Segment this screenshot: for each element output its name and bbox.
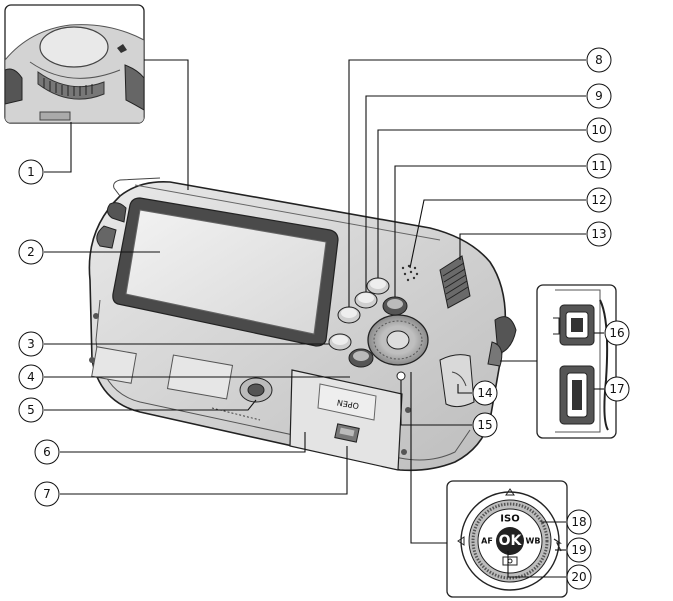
rear-buttons: [328, 255, 471, 368]
svg-text:12: 12: [591, 193, 606, 207]
svg-text:7: 7: [43, 487, 51, 501]
callout-4: 4: [18, 364, 44, 390]
speaker: [401, 264, 419, 282]
button-9[interactable]: [354, 291, 378, 309]
top-inset: [4, 4, 145, 124]
callout-17: 17: [604, 376, 630, 402]
svg-text:18: 18: [571, 515, 586, 529]
svg-text:14: 14: [477, 386, 492, 400]
callout-5: 5: [18, 397, 44, 423]
callout-19: 19: [566, 537, 592, 563]
callout-16: 16: [604, 320, 630, 346]
svg-text:3: 3: [27, 337, 35, 351]
svg-text:17: 17: [609, 382, 624, 396]
flash-icon: [553, 538, 562, 552]
tripod-socket: [239, 377, 273, 403]
callout-12: 12: [586, 187, 612, 213]
strap-lug-right: [487, 316, 517, 367]
callout-9: 9: [586, 83, 612, 109]
dial-detail: OK ISO AF WB: [457, 488, 562, 591]
strap-eyelet: [396, 371, 406, 381]
callout-7: 7: [34, 481, 60, 507]
control-dial[interactable]: [367, 314, 429, 366]
button-3[interactable]: [328, 333, 352, 351]
svg-text:10: 10: [591, 123, 606, 137]
connector-inset: [536, 284, 617, 439]
usb-av-connector: [553, 304, 595, 346]
callout-14: 14: [472, 380, 498, 406]
svg-text:5: 5: [27, 403, 35, 417]
svg-text:20: 20: [571, 570, 586, 584]
svg-text:1: 1: [27, 165, 35, 179]
wb-label: WB: [526, 537, 541, 546]
triangle-up-icon: [505, 488, 515, 496]
callout-10: 10: [586, 117, 612, 143]
mode-dial[interactable]: [439, 255, 471, 309]
svg-text:4: 4: [27, 370, 35, 384]
strap-lug-left: [96, 202, 127, 249]
svg-text:8: 8: [595, 53, 603, 67]
iso-label: ISO: [500, 514, 519, 525]
button-4[interactable]: [348, 348, 374, 368]
triangle-left-icon: [457, 536, 465, 546]
callout-15: 15: [472, 412, 498, 438]
svg-text:11: 11: [591, 159, 606, 173]
callout-11: 11: [586, 153, 612, 179]
svg-text:13: 13: [591, 227, 606, 241]
connector-cover[interactable]: [439, 354, 475, 408]
leader-lines: [44, 59, 604, 578]
svg-text:6: 6: [43, 445, 51, 459]
door-latch[interactable]: [334, 423, 360, 443]
lcd-monitor: [112, 197, 339, 347]
callout-3: 3: [18, 331, 44, 357]
svg-text:2: 2: [27, 245, 35, 259]
dial-inset: OK ISO AF WB: [446, 480, 568, 598]
svg-text:9: 9: [595, 89, 603, 103]
door-open-label: OPEN: [336, 398, 359, 411]
battery-door[interactable]: OPEN: [289, 369, 403, 471]
button-11[interactable]: [382, 296, 408, 316]
callout-8: 8: [586, 47, 612, 73]
zoom-lever: [37, 71, 105, 100]
callout-18: 18: [566, 509, 592, 535]
af-label: AF: [481, 537, 493, 546]
svg-text:16: 16: [609, 326, 624, 340]
camera-bottom: OPEN: [89, 313, 411, 471]
callout-1: 1: [18, 159, 44, 185]
dial-ok-button[interactable]: OK: [496, 527, 524, 555]
svg-text:19: 19: [571, 543, 586, 557]
svg-text:15: 15: [477, 418, 492, 432]
callout-2: 2: [18, 239, 44, 265]
ok-label: OK: [499, 533, 523, 549]
hdmi-connector: [559, 365, 595, 425]
button-8[interactable]: [337, 306, 361, 324]
callout-20: 20: [566, 564, 592, 590]
callout-13: 13: [586, 221, 612, 247]
callout-6: 6: [34, 439, 60, 465]
button-10[interactable]: [366, 277, 390, 295]
